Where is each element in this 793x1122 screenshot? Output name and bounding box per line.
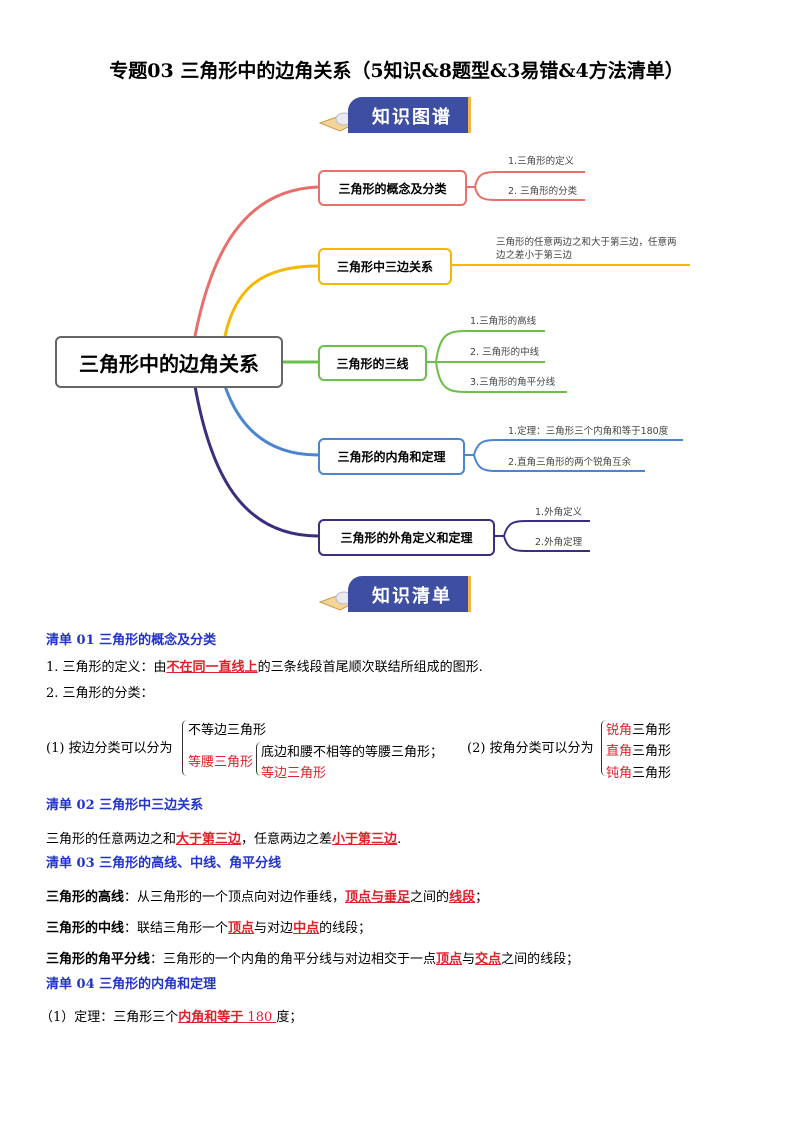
mindmap-node-5: 三角形的外角定义和定理 (318, 519, 495, 556)
section-heading-02: 清单 02 三角形中三边关系 (46, 798, 204, 813)
class-item: 不等边三角形 (188, 723, 267, 738)
median-line: 三角形的中线：联结三角形一个顶点与对边中点的线段； (46, 921, 372, 936)
banner-knowledge-list: 知识清单 (318, 576, 472, 614)
mindmap-leaf: 1.三角形的高线 (470, 316, 537, 327)
bisector-line: 三角形的角平分线：三角形的一个内角的角平分线与对边相交于一点顶点与交点之间的线段… (46, 952, 580, 967)
branch-line-5 (193, 385, 319, 538)
brace (601, 720, 606, 776)
class-item: 直角三角形 (606, 744, 672, 759)
section-heading-01: 清单 01 三角形的概念及分类 (46, 633, 217, 648)
banner-knowledge-map: 知识图谱 (318, 97, 472, 135)
definition-line: 1. 三角形的定义：由不在同一直线上的三条线段首尾顺次联结所组成的图形. (46, 660, 483, 675)
section-heading-03: 清单 03 三角形的高线、中线、角平分线 (46, 856, 282, 871)
mindmap-lines (193, 171, 690, 552)
branch-line-2 (223, 264, 319, 337)
mindmap-leaf: 3.三角形的角平分线 (470, 377, 556, 388)
mindmap-leaf: 2. 三角形的分类 (508, 186, 578, 197)
side-classification-label: (1) 按边分类可以分为 (46, 741, 173, 756)
branch-line-1 (193, 185, 319, 337)
mindmap-node-3: 三角形的三线 (318, 345, 427, 381)
class-item: 等腰三角形 (188, 755, 254, 770)
mindmap-center-node: 三角形中的边角关系 (55, 336, 283, 388)
mindmap-node-2: 三角形中三边关系 (318, 248, 452, 285)
banner-text: 知识图谱 (372, 107, 452, 128)
mindmap-leaf: 2.外角定理 (535, 537, 583, 548)
section-heading-04: 清单 04 三角形的内角和定理 (46, 977, 217, 992)
class-item: 等边三角形 (261, 766, 327, 781)
mindmap-leaf: 1.三角形的定义 (508, 156, 575, 167)
class-item: 底边和腰不相等的等腰三角形； (261, 745, 444, 760)
brace (256, 742, 261, 776)
angle-classification-label: (2) 按角分类可以分为 (467, 741, 594, 756)
altitude-line: 三角形的高线：从三角形的一个顶点向对边作垂线，顶点与垂足之间的线段； (46, 890, 489, 905)
brace (182, 720, 187, 776)
mindmap-leaf: 三角形的任意两边之和大于第三边，任意两 (496, 237, 677, 248)
classification-line: 2. 三角形的分类： (46, 686, 154, 701)
mindmap-leaf: 边之差小于第三边 (496, 250, 573, 261)
class-item: 钝角三角形 (606, 766, 672, 781)
mindmap-node-1: 三角形的概念及分类 (318, 170, 467, 206)
mindmap-leaf: 1.定理：三角形三个内角和等于180度 (508, 426, 669, 437)
mindmap-leaf: 2.直角三角形的两个锐角互余 (508, 457, 632, 468)
mindmap-leaf: 2. 三角形的中线 (470, 347, 540, 358)
side-relation-line: 三角形的任意两边之和大于第三边，任意两边之差小于第三边. (46, 832, 402, 847)
class-item: 锐角三角形 (606, 723, 672, 738)
mindmap-node-4: 三角形的内角和定理 (318, 438, 465, 475)
doc-title: 专题03 三角形中的边角关系（5知识&8题型&3易错&4方法清单） (109, 60, 684, 82)
branch-line-4 (223, 385, 319, 457)
theorem-line: （1）定理：三角形三个内角和等于 180 度； (40, 1010, 303, 1025)
mindmap-leaf: 1.外角定义 (535, 507, 583, 518)
banner-text: 知识清单 (372, 586, 452, 607)
